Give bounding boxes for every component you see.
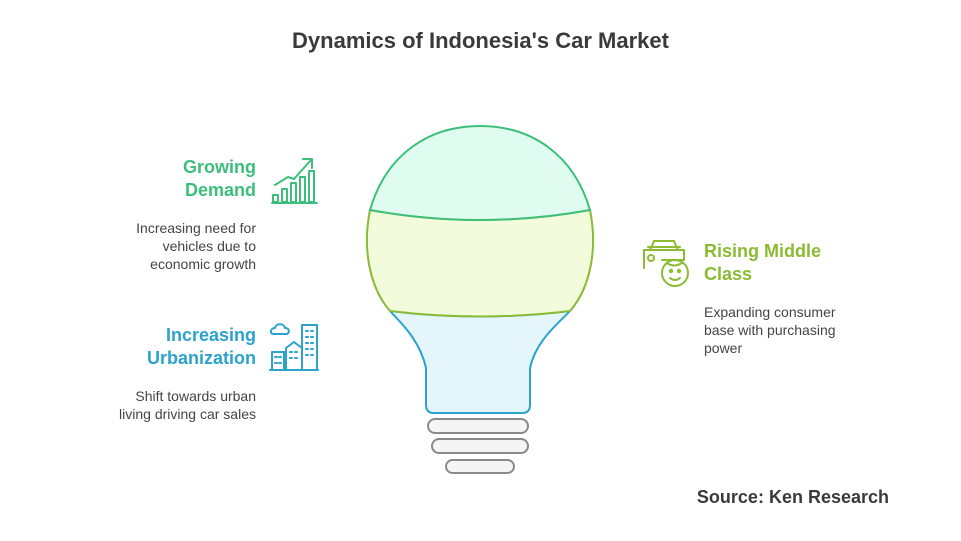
source-credit: Source: Ken Research [696, 487, 889, 507]
diagram-title: Dynamics of Indonesia's Car Market [292, 28, 669, 53]
growing-demand-description: Increasing need for vehicles due to econ… [136, 220, 256, 272]
increasing-urbanization-heading: Increasing Urbanization [146, 325, 256, 368]
growing-demand-heading: Growing Demand [183, 157, 256, 200]
bulb-middle-section [365, 208, 595, 318]
car-and-person-icon [643, 240, 689, 287]
rising-middle-class-description: Expanding consumer base with purchasing … [704, 304, 836, 356]
growth-chart-icon [271, 158, 318, 204]
city-buildings-icon [269, 323, 319, 371]
bulb-bottom-section [387, 309, 573, 414]
bulb-base-ring-2 [431, 438, 529, 454]
increasing-urbanization-description: Shift towards urban living driving car s… [119, 388, 256, 422]
bulb-top-section [368, 124, 592, 221]
bulb-base-ring-1 [427, 418, 529, 434]
rising-middle-class-heading: Rising Middle Class [704, 241, 821, 284]
bulb-base-ring-3 [445, 459, 515, 474]
